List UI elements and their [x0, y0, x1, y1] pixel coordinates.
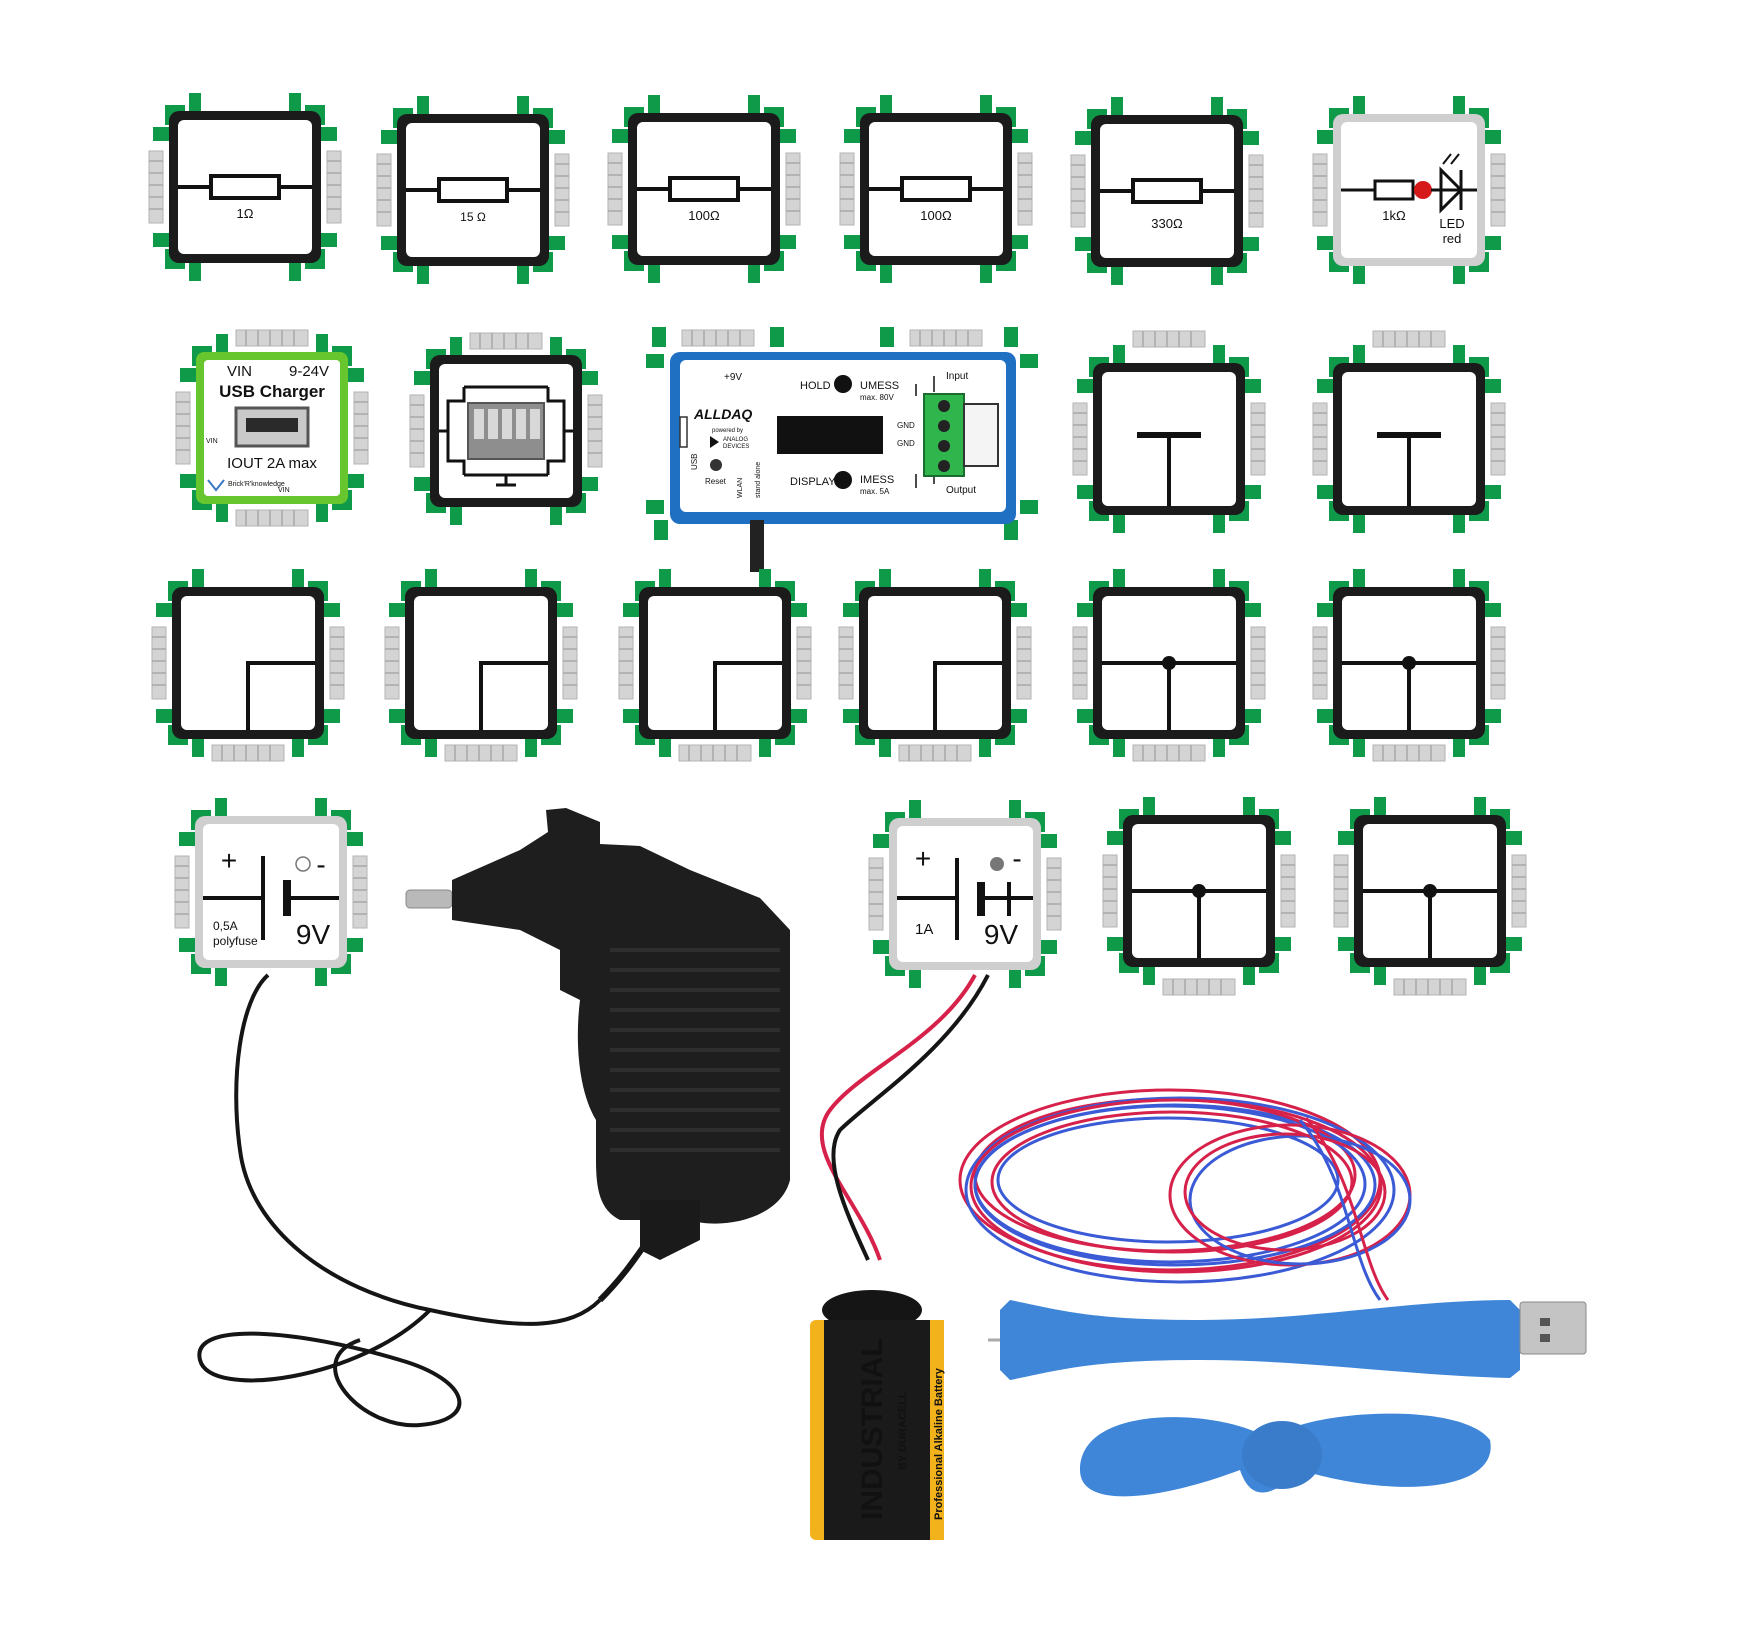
multimeter-module: +9V ALLDAQ powered by ANALOG DEVICES HOL… [646, 327, 1038, 572]
charger-iout-label: IOUT 2A max [227, 455, 317, 472]
adapter-body [452, 808, 790, 1224]
resistor-value-label: 330Ω [1151, 216, 1183, 231]
power-adapter [197, 808, 790, 1428]
brick-corner-d [838, 568, 1032, 762]
mm-poweredby-label: powered by [712, 428, 743, 434]
brick-cross-junction-a [1072, 568, 1266, 762]
battery-subtitle-label: Professional Alkaline Battery [933, 1367, 945, 1520]
supply-rating-label: 0,5A [213, 919, 238, 933]
brick-cross-junction-d [1333, 796, 1527, 996]
analog-devices-logo-icon [710, 436, 719, 448]
supply-voltage-label: 9V [296, 919, 331, 950]
usb-port-icon [234, 406, 310, 448]
brick-cross-junction-b [1312, 568, 1506, 762]
brand-logo-icon [207, 479, 225, 492]
mm-devices-label: DEVICES [723, 444, 749, 450]
supply-plus-sign: + [221, 845, 237, 876]
battery-brand-label: INDUSTRIAL [856, 1338, 889, 1520]
mm-hold-label: HOLD [800, 380, 831, 392]
multimeter-antenna [750, 520, 764, 572]
brick-t-junction-a [1072, 330, 1266, 534]
battery-9v: INDUSTRIAL BY DURACELL Professional Alka… [810, 974, 990, 1540]
battery-by-label: BY DURACELL [897, 1391, 909, 1470]
resistor-value-label: 100Ω [920, 208, 952, 223]
indicator-led-icon [295, 856, 311, 872]
brick-resistor-15ohm: 15 Ω [376, 95, 570, 285]
display-button[interactable] [834, 471, 852, 489]
brick-resistor-330ohm: 330Ω [1070, 96, 1264, 286]
mm-analog-label: ANALOG [723, 437, 748, 443]
supply-fuse-label: polyfuse [213, 934, 258, 948]
mm-gnd1-label: GND [897, 421, 915, 430]
brick-usb-charger: VIN 9-24V USB Charger IOUT 2A max VIN VI… [175, 329, 369, 527]
mm-umess-max-label: max. 80V [860, 393, 894, 402]
supply-plus-sign: + [915, 843, 931, 874]
brick-dip-switch [409, 332, 603, 526]
charger-vin-range: 9-24V [289, 363, 329, 380]
mm-plus9v-label: +9V [724, 372, 742, 383]
mm-display-label: DISPLAY [790, 476, 836, 488]
mm-standalone-label: stand alone [755, 462, 762, 498]
plug-pin [405, 889, 453, 909]
charger-title: USB Charger [219, 382, 325, 401]
led-light-icon [1414, 181, 1432, 199]
mm-brand-label: ALLDAQ [693, 406, 752, 422]
hold-button[interactable] [834, 375, 852, 393]
supply-voltage-label: 9V [984, 919, 1019, 950]
led-resistor-label: 1kΩ [1382, 208, 1406, 223]
usb-plug-icon [1519, 1301, 1587, 1355]
brick-resistor-100ohm-a: 100Ω [607, 94, 801, 284]
brick-power-supply-9v-battery: + - 1A 9V [868, 799, 1062, 989]
brick-corner-c [618, 568, 812, 762]
supply-minus-sign: - [316, 849, 325, 880]
mm-reset-label: Reset [705, 477, 727, 486]
brick-corner-a [151, 568, 345, 762]
mm-imess-label: IMESS [860, 474, 894, 486]
led-label: LED [1439, 216, 1464, 231]
mm-input-label: Input [946, 371, 968, 382]
usb-port-icon [679, 416, 688, 448]
led-color-label: red [1443, 231, 1462, 246]
brick-resistor-1ohm: 1Ω [148, 92, 342, 282]
usb-fan [988, 1300, 1587, 1380]
brick-corner-b [384, 568, 578, 762]
multimeter-display [777, 416, 883, 454]
brick-resistor-100ohm-b: 100Ω [839, 94, 1033, 284]
resistor-value-label: 15 Ω [460, 210, 486, 224]
brick-power-supply-9v-polyfuse: + - 0,5A polyfuse 9V [174, 797, 368, 987]
resistor-value-label: 100Ω [688, 208, 720, 223]
supply-minus-sign: - [1012, 843, 1021, 874]
mm-output-label: Output [946, 485, 976, 496]
brick-led-red: 1kΩ LED red [1312, 95, 1506, 285]
reset-button[interactable] [710, 459, 722, 471]
charger-bottom-label: VIN [278, 487, 290, 494]
mm-umess-label: UMESS [860, 380, 899, 392]
brick-t-junction-b [1312, 330, 1506, 534]
mm-imess-max-label: max. 5A [860, 487, 890, 496]
charger-vin-label: VIN [227, 363, 252, 380]
mm-usb-label: USB [690, 454, 699, 470]
jumper-wire-coil [958, 1088, 1412, 1301]
terminal-block-icon [923, 393, 999, 477]
mm-gnd2-label: GND [897, 439, 915, 448]
charger-brand-label: Brick'R'knowledge [228, 481, 285, 488]
charger-side-label: VIN [206, 438, 218, 445]
indicator-led-icon [990, 857, 1004, 871]
brick-cross-junction-c [1102, 796, 1296, 996]
mm-wlan-label: WLAN [737, 478, 744, 498]
dip-switch-icon [467, 402, 545, 460]
fan-propeller [1080, 1413, 1491, 1497]
supply-rating-label: 1A [915, 921, 933, 938]
resistor-value-label: 1Ω [237, 206, 254, 221]
